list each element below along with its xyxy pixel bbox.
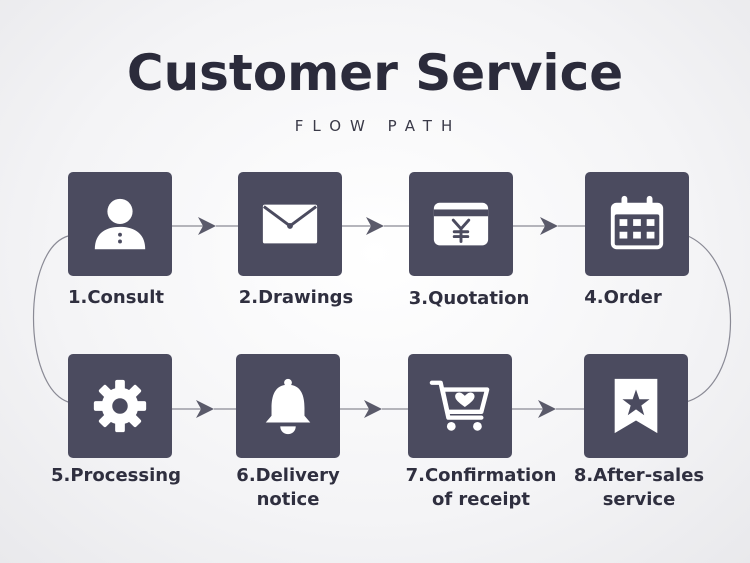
- step-1-label: 1.Consult: [67, 287, 165, 308]
- step-5-tile: [68, 354, 172, 458]
- step-6-label: 6.Delivery notice: [236, 465, 340, 510]
- page-title: Customer Service: [126, 44, 624, 102]
- connector-6-7: [339, 400, 408, 418]
- step-3-label: 3.Quotation: [408, 288, 530, 309]
- step-5-label: 5.Processing: [51, 465, 181, 486]
- connector-7-8: [510, 400, 584, 418]
- right-loop-connector: [685, 235, 732, 403]
- person-icon: [94, 198, 146, 250]
- step-4-tile: [585, 172, 689, 276]
- page-subtitle: FLOW PATH: [294, 117, 462, 135]
- left-loop-connector: [32, 235, 69, 403]
- step-4-label: 4.Order: [584, 287, 662, 308]
- calendar-icon: [610, 195, 664, 250]
- step-8-label: 8.After-sales service: [573, 465, 705, 510]
- gear-icon: [93, 379, 147, 433]
- star-bookmark-icon: [614, 378, 658, 434]
- connector-2-3: [341, 217, 409, 235]
- cart-heart-icon: [429, 380, 490, 431]
- step-3-tile: [409, 172, 513, 276]
- step-2-tile: [238, 172, 342, 276]
- connector-5-6: [170, 400, 236, 418]
- connector-3-4: [512, 217, 585, 235]
- step-2-label: 2.Drawings: [238, 287, 354, 308]
- step-8-tile: [584, 354, 688, 458]
- step-6-tile: [236, 354, 340, 458]
- connector-1-2: [172, 217, 238, 235]
- step-7-label: 7.Confirmation of receipt: [405, 465, 557, 510]
- step-7-tile: [408, 354, 512, 458]
- envelope-icon: [262, 204, 318, 244]
- yen-card-icon: [433, 202, 489, 246]
- step-1-tile: [68, 172, 172, 276]
- bell-icon: [265, 378, 311, 435]
